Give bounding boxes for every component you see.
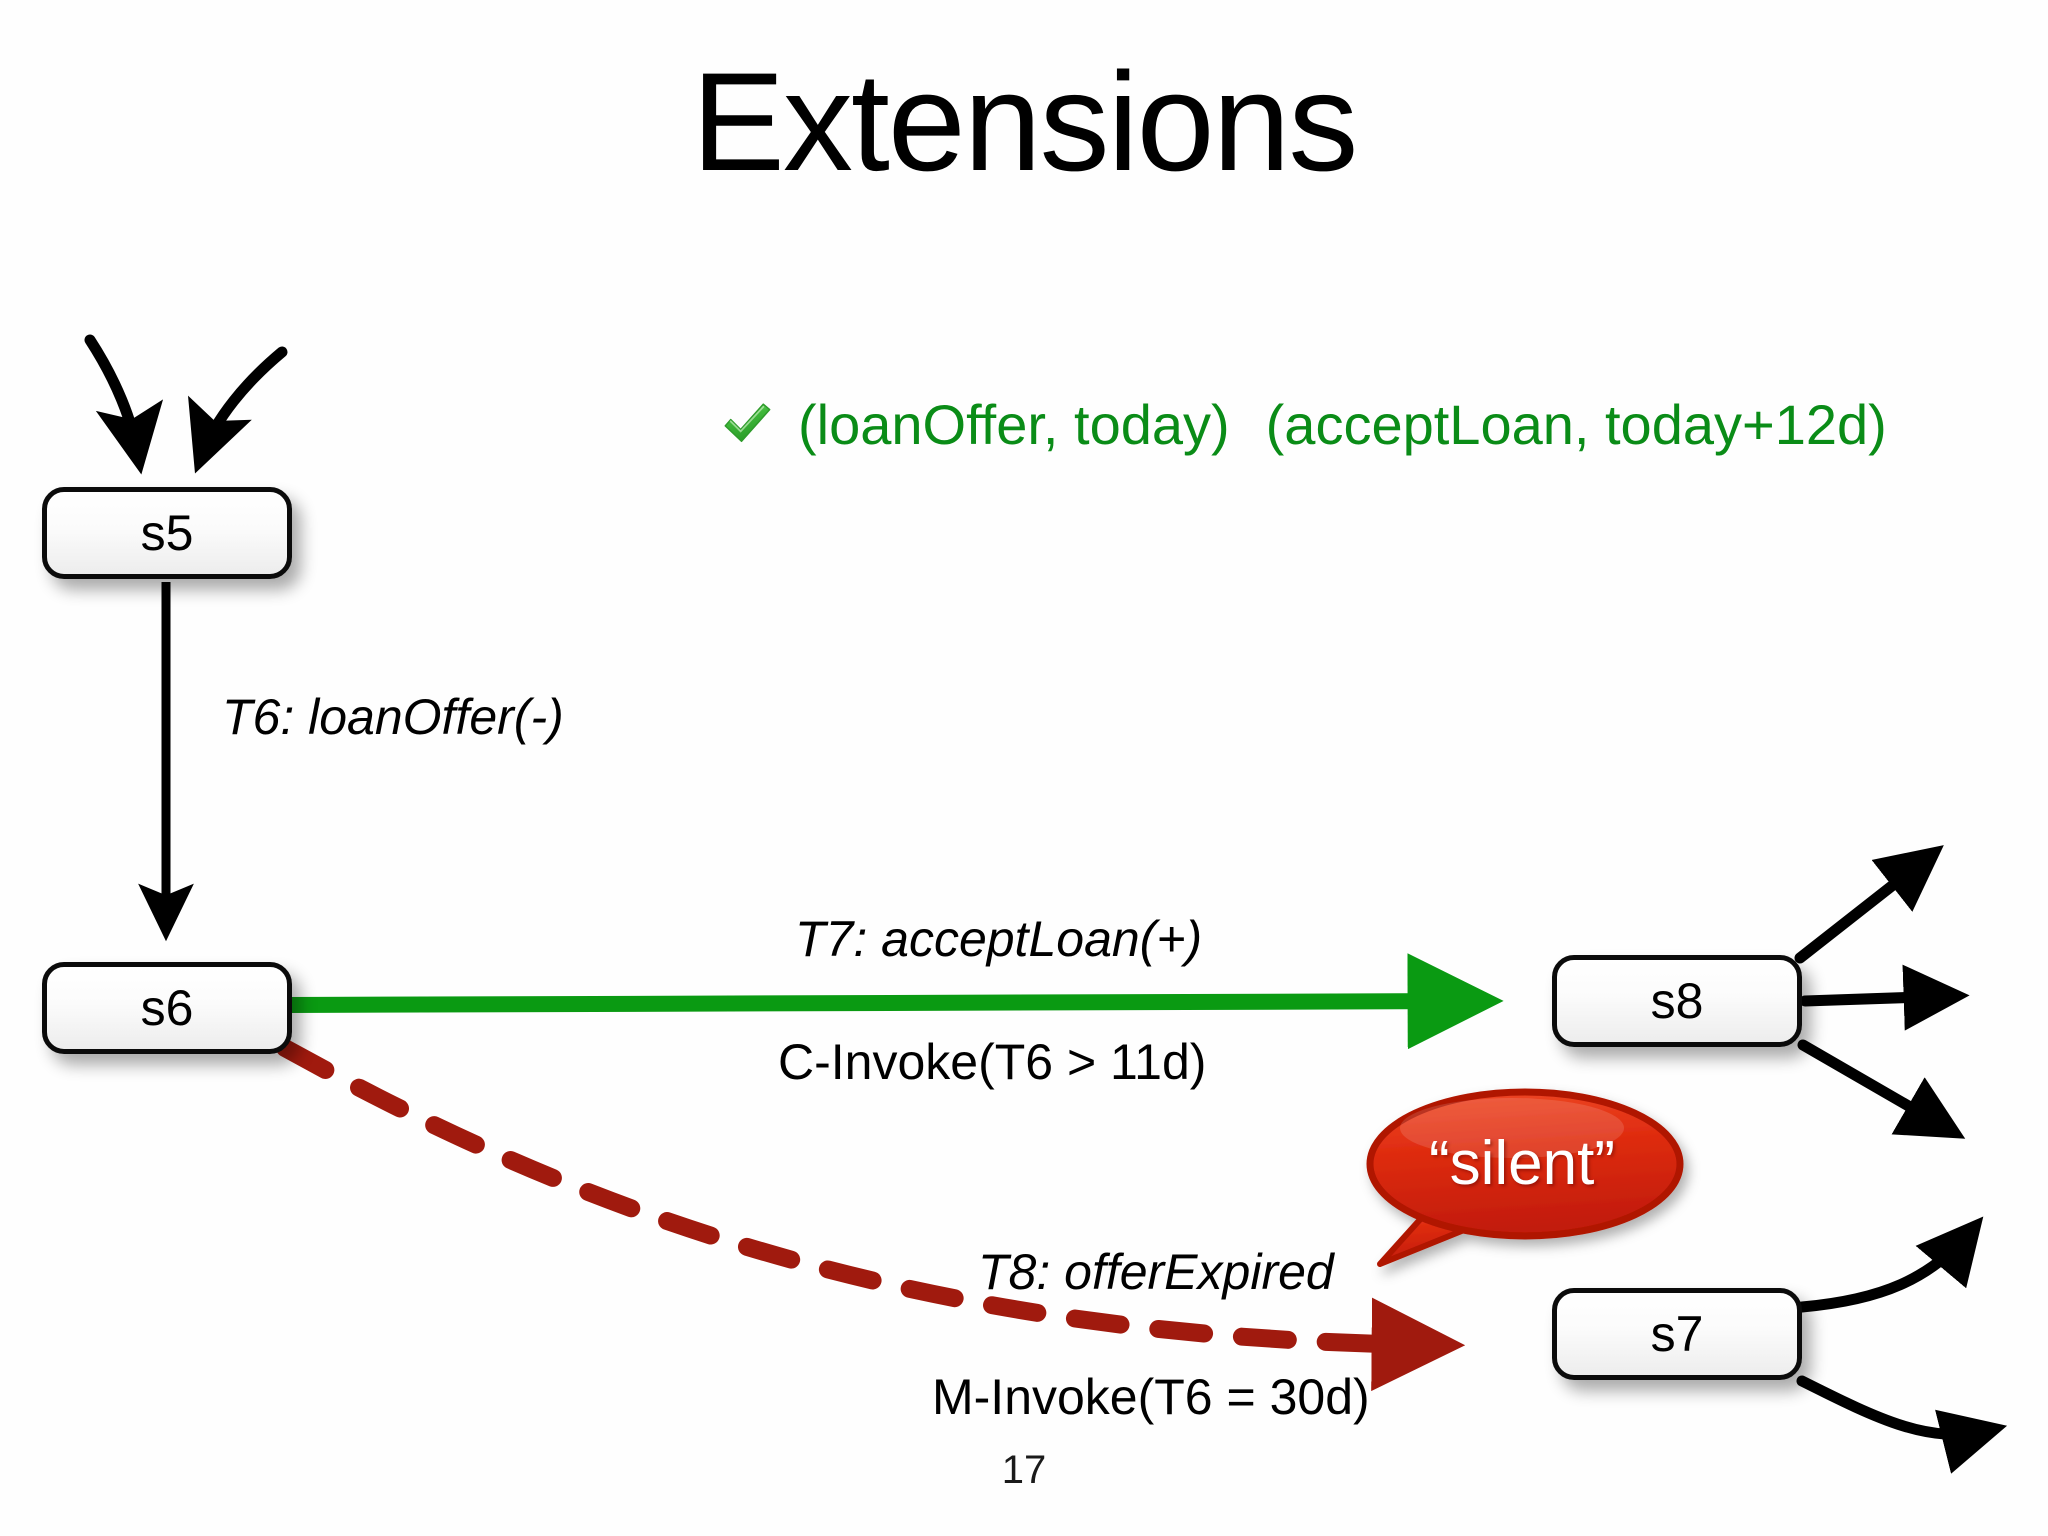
outgoing-edge-s8-middle	[1799, 964, 1970, 1031]
state-label: s7	[1650, 1306, 1704, 1362]
state-label: s6	[140, 980, 194, 1036]
state-label: s8	[1650, 973, 1704, 1029]
edge-label-t6: T6: loanOffer(-)	[222, 689, 564, 745]
state-node-s7[interactable]: s7	[1552, 1288, 1802, 1380]
state-node-s6[interactable]: s6	[42, 962, 292, 1054]
state-node-s8[interactable]: s8	[1552, 955, 1802, 1047]
edge-label-t7: T7: acceptLoan(+)	[795, 911, 1203, 967]
outgoing-edge-s8-bottom	[1797, 1039, 1966, 1139]
state-label: s5	[140, 505, 194, 561]
silent-callout: “silent”	[1362, 1086, 1692, 1271]
outgoing-edge-s7-bottom	[1796, 1375, 2008, 1474]
edge-label-t8: T8: offerExpired	[978, 1244, 1334, 1300]
edge-t7-s6-to-s8	[287, 953, 1504, 1050]
incoming-edge-left	[84, 334, 164, 475]
green-check-icon	[718, 396, 776, 454]
outgoing-edge-s7-top	[1796, 1216, 1984, 1313]
edge-condition-m-invoke: M-Invoke(T6 = 30d)	[932, 1369, 1370, 1425]
state-node-s5[interactable]: s5	[42, 487, 292, 579]
annotation-token-acceptloan: (acceptLoan, today+12d)	[1265, 393, 1887, 456]
page-number: 17	[1001, 1448, 1047, 1492]
edge-condition-c-invoke: C-Invoke(T6 > 11d)	[778, 1034, 1207, 1090]
page-title: Extensions	[691, 43, 1359, 200]
incoming-edge-right	[188, 346, 288, 474]
outgoing-edge-s8-top	[1794, 845, 1944, 964]
annotation-row: (loanOffer, today) (acceptLoan, today+12…	[718, 392, 1887, 457]
annotation-token-loanoffer: (loanOffer, today)	[798, 393, 1230, 456]
callout-bubble	[1366, 1088, 1684, 1240]
